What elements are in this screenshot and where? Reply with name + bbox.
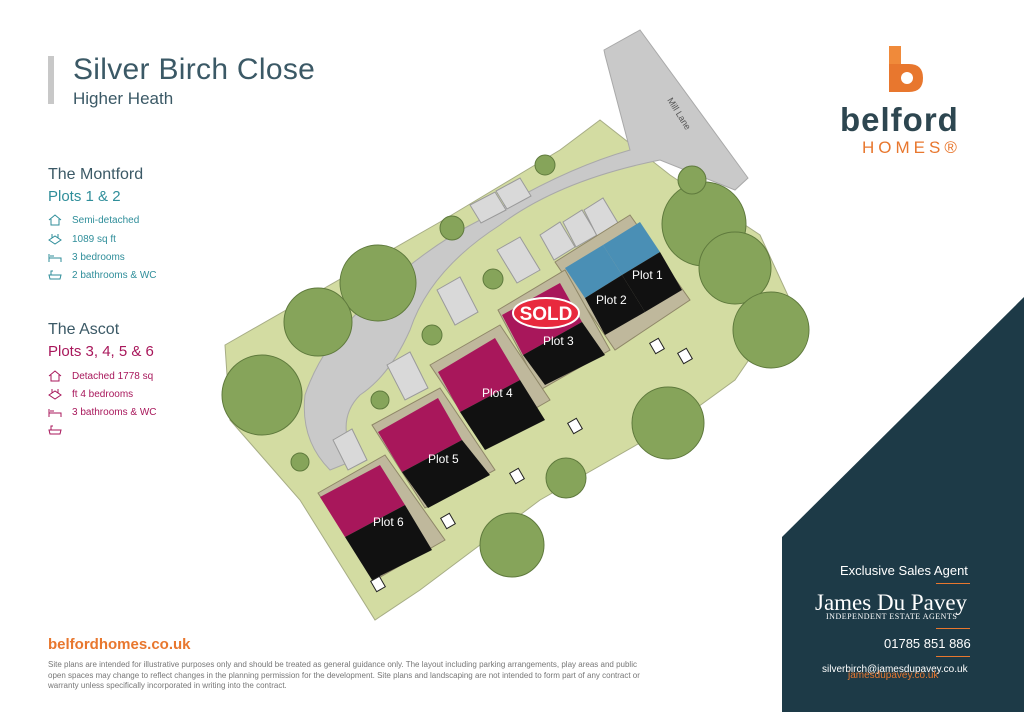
house-icon <box>48 370 62 382</box>
plot-3-house <box>523 322 605 385</box>
plot-5-roof <box>378 398 462 472</box>
montford-name: The Montford <box>48 166 144 183</box>
ascot-spec-extra <box>48 424 72 436</box>
plot-5-house <box>402 440 490 508</box>
spec-text: 3 bathrooms & WC <box>72 406 157 418</box>
plot-3-label: Plot 3 <box>543 334 574 348</box>
trees <box>221 154 810 578</box>
belford-logo-mark <box>889 46 923 92</box>
montford-plots: Plots 1 & 2 <box>48 188 121 205</box>
agent-website[interactable]: jamesdupavey.co.uk <box>848 670 939 681</box>
area-icon <box>48 234 62 245</box>
logo-wordmark: belford <box>840 101 959 138</box>
plot-6-roof <box>320 465 405 537</box>
montford-spec-type: Semi-detached <box>48 214 139 226</box>
montford-spec-area: 1089 sq ft <box>48 233 116 245</box>
parking-spaces <box>332 177 619 471</box>
agent-subtitle: INDEPENDENT ESTATE AGENTS <box>826 612 958 621</box>
bed-icon <box>48 409 62 417</box>
sold-badge: SOLD <box>512 297 580 329</box>
spec-text: ft 4 bedrooms <box>72 388 134 400</box>
agent-phone[interactable]: 01785 851 886 <box>884 636 971 651</box>
plot-4-house <box>460 380 545 450</box>
logo-subtext: HOMES® <box>862 138 961 157</box>
plot-1-roof <box>603 222 660 275</box>
plot-2-label: Plot 2 <box>596 293 627 307</box>
plot-1-label: Plot 1 <box>632 268 663 282</box>
page-title: Silver Birch Close <box>73 53 316 86</box>
separator <box>936 628 970 629</box>
plot-6-house <box>345 505 432 580</box>
plot-1-house <box>622 252 682 312</box>
ascot-spec-bedrooms: ft 4 bedrooms <box>48 388 133 400</box>
sold-badge-text: SOLD <box>520 304 573 325</box>
garden-sheds <box>369 337 694 593</box>
disclaimer: Site plans are intended for illustrative… <box>48 660 640 690</box>
montford-spec-bedrooms: 3 bedrooms <box>48 251 125 263</box>
agent-label: Exclusive Sales Agent <box>840 563 968 578</box>
plot-2-house <box>585 275 645 335</box>
separator <box>936 656 970 657</box>
ascot-plots: Plots 3, 4, 5 & 6 <box>48 343 154 360</box>
bath-icon <box>48 425 62 435</box>
area-icon <box>48 389 62 400</box>
spec-text: Detached 1778 sq <box>72 370 154 382</box>
bed-icon <box>48 254 62 262</box>
agent-email[interactable]: silverbirch@jamesdupavey.co.uk <box>822 664 968 675</box>
spec-text: 3 bedrooms <box>72 251 125 263</box>
separator <box>936 583 970 584</box>
plot-5-label: Plot 5 <box>428 452 459 466</box>
ascot-spec-type: Detached 1778 sq <box>48 370 153 382</box>
plot-4-label: Plot 4 <box>482 386 513 400</box>
bath-icon <box>48 270 62 280</box>
spec-text: 1089 sq ft <box>72 233 116 245</box>
ascot-name: The Ascot <box>48 321 120 338</box>
plot-4-roof <box>438 338 520 412</box>
spec-text: Semi-detached <box>72 214 140 226</box>
plot-6-label: Plot 6 <box>373 515 404 529</box>
house-icon <box>48 214 62 226</box>
ascot-spec-bathrooms: 3 bathrooms & WC <box>48 406 156 418</box>
plot-2-roof <box>565 245 622 298</box>
agent-name: James Du Pavey <box>815 590 968 615</box>
spec-text: 2 bathrooms & WC <box>72 269 157 281</box>
mill-lane-road <box>303 29 749 471</box>
website-link[interactable]: belfordhomes.co.uk <box>48 636 191 653</box>
title-accent-bar <box>48 56 54 104</box>
page-subtitle: Higher Heath <box>73 89 174 108</box>
montford-spec-bathrooms: 2 bathrooms & WC <box>48 269 156 281</box>
